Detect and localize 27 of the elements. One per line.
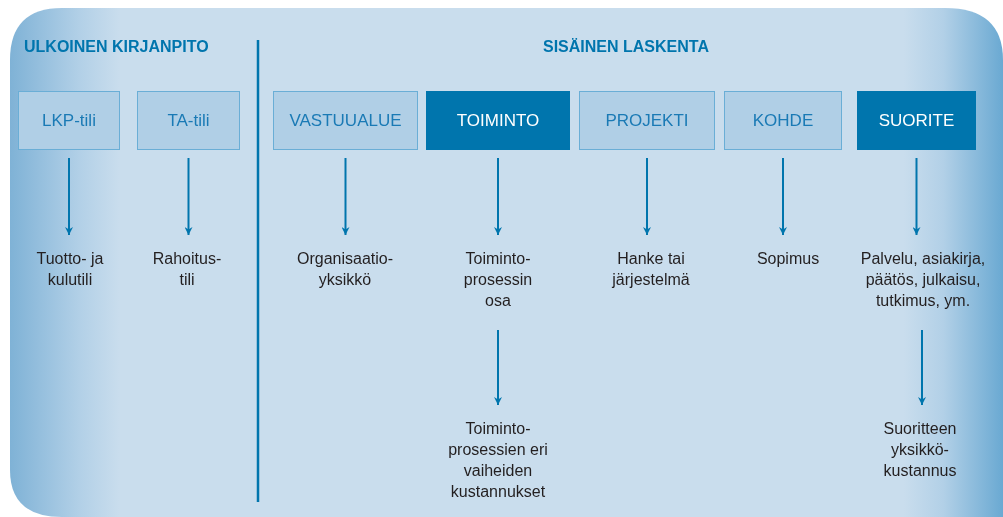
result-text: Organisaatio- yksikkö	[285, 248, 405, 298]
arrow	[779, 157, 787, 236]
arrow	[65, 157, 73, 236]
result-text: Suoritteen yksikkö- kustannus	[865, 418, 975, 488]
category-box: LKP-tili	[18, 91, 120, 150]
highlighted-box: TOIMINTO	[426, 91, 570, 150]
section-heading: ULKOINEN KIRJANPITO	[24, 38, 209, 56]
result-text: Palvelu, asiakirja, päätös, julkaisu, tutkimus, ym.	[840, 248, 1003, 318]
arrow	[184, 157, 193, 236]
highlighted-box: SUORITE	[857, 91, 976, 150]
result-text: Rahoitus- tili	[145, 248, 229, 298]
category-box: PROJEKTI	[579, 91, 715, 150]
category-box: VASTUUALUE	[273, 91, 418, 150]
result-text: Hanke tai järjestelmä	[596, 248, 706, 298]
arrow	[918, 329, 926, 406]
result-text: Toiminto- prosessin osa	[458, 248, 538, 318]
arrow	[912, 157, 921, 236]
result-text: Toiminto- prosessien eri vaiheiden kustannukset	[443, 418, 553, 508]
arrow	[494, 157, 502, 236]
result-text: Tuotto- ja kulutili	[22, 248, 118, 298]
result-text: Sopimus	[740, 248, 836, 278]
arrow	[494, 329, 502, 406]
arrow	[341, 157, 350, 236]
section-heading: SISÄINEN LASKENTA	[543, 38, 709, 56]
arrow	[643, 157, 651, 236]
category-box: TA-tili	[137, 91, 240, 150]
category-box: KOHDE	[724, 91, 842, 150]
